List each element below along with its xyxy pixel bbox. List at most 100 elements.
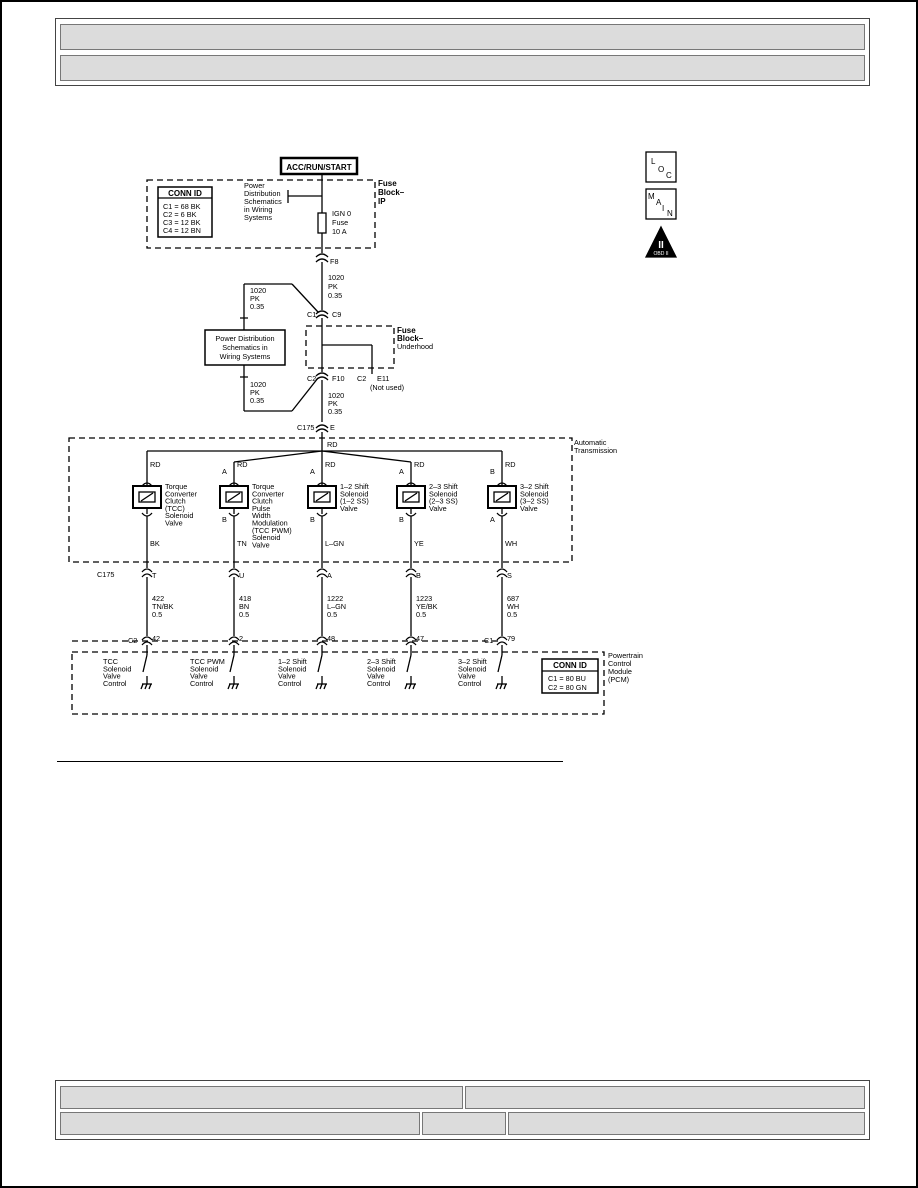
footer-cell: [465, 1086, 865, 1109]
c175-bottom-connector: [141, 573, 153, 578]
pcm-conn-id-line: C2 = 80 GN: [548, 683, 587, 692]
solenoid-label: Valve: [340, 504, 358, 513]
solenoid-label: (3–2 SS): [520, 497, 549, 506]
solenoid-label: Solenoid: [429, 489, 457, 498]
fuse-block-ip-label: Fuse Block– IP: [378, 179, 405, 206]
solenoid-label: 3–2 Shift: [520, 482, 549, 491]
pcm-circuit-label: Control: [367, 679, 391, 688]
underhood-f10: F10: [332, 374, 345, 383]
solenoid-bottom-pin: B: [399, 515, 404, 524]
underhood-label-line: Underhood: [397, 342, 433, 351]
wire-top-line: 1020: [328, 273, 344, 282]
solenoid-label: Pulse: [252, 504, 270, 513]
fuse-block-ip-outline: [146, 179, 376, 249]
solenoid-rd-label: RD: [414, 460, 425, 469]
ip-pds-ref: Power Distribution Schematics in Wiring …: [244, 181, 282, 222]
solenoid-label: Valve: [252, 540, 270, 549]
main-icon-letter: N: [667, 209, 673, 218]
pds-wire-upper-line: PK: [250, 294, 260, 303]
pds-box-label: Power Distribution Schematics in Wiring …: [215, 334, 274, 361]
c175-pin-label: A: [327, 571, 332, 580]
obd-icon[interactable]: II OBD II: [653, 240, 668, 257]
pcm-circuit-label: Valve: [278, 672, 296, 681]
pcm-connector: [141, 641, 153, 646]
circuit-wire-label: 418: [239, 594, 251, 603]
pds-wire-upper-line: 1020: [250, 286, 266, 295]
pcm-circuit-label: 3–2 Shift: [458, 657, 487, 666]
pcm-circuit-label: TCC: [103, 657, 118, 666]
circuit-wire-label: 0.5: [327, 610, 337, 619]
solenoid-coil-slash: [227, 492, 241, 502]
underhood-label: Fuse Block– Underhood: [397, 326, 433, 351]
solenoid-coil-slash: [315, 492, 329, 502]
circuit-wire-label: 0.5: [416, 610, 426, 619]
solenoid-label: Solenoid: [520, 489, 548, 498]
obd-icon-text: OBD II: [653, 251, 668, 257]
header-subtitle-bar: [60, 55, 865, 81]
solenoid-label: Clutch: [165, 497, 186, 506]
circuit-wire-label: 1223: [416, 594, 432, 603]
solenoid-coil: [138, 491, 156, 503]
solenoid-label: (1–2 SS): [340, 497, 369, 506]
solenoid-coil: [493, 491, 511, 503]
pcm-label-line: Module: [608, 667, 632, 676]
wire-top-label: 1020 PK 0.35: [328, 273, 344, 300]
pcm-circuit-label: Valve: [190, 672, 208, 681]
pcm-connector: [316, 636, 328, 641]
wire-top-line: 0.35: [328, 291, 342, 300]
c175-pin-label: T: [152, 571, 157, 580]
solenoid-label: Converter: [252, 489, 285, 498]
c175-bottom-connector: [228, 568, 240, 573]
c175-bottom-connector: [405, 568, 417, 573]
c175-top-pin: E: [330, 423, 335, 432]
header: [55, 18, 870, 86]
wire-color-label: YE: [414, 539, 424, 548]
c175-bottom-connector: [316, 568, 328, 573]
main-icon-letter: M: [648, 192, 655, 201]
pcm-circuit-label: Valve: [458, 672, 476, 681]
solenoid-rd-label: RD: [325, 460, 336, 469]
solenoid-bottom-pin: B: [310, 515, 315, 524]
ground-icon: [495, 683, 499, 690]
pcm-pin-label: 48: [327, 634, 335, 643]
pcm-pin-label: 42: [152, 634, 160, 643]
fuse-label-line: Fuse: [332, 218, 348, 227]
solenoid-label: Converter: [165, 489, 198, 498]
ground-icon: [144, 683, 148, 690]
ground-icon: [499, 683, 503, 690]
pcm-circuit-label: Solenoid: [103, 664, 131, 673]
transmission-outline: [68, 437, 573, 563]
ground-icon: [404, 683, 408, 690]
pcm-circuit-label: Solenoid: [190, 664, 218, 673]
circuit-wire-label: 0.5: [152, 610, 162, 619]
underhood-c2: C2: [307, 374, 316, 383]
circuit-wire-label: L–GN: [327, 602, 346, 611]
pcm-circuit-label: Solenoid: [458, 664, 486, 673]
pcm-label-line: Powertrain: [608, 651, 643, 660]
ip-pds-ref-line: in Wiring: [244, 205, 272, 214]
solenoid-coil-slash: [404, 492, 418, 502]
pcm-connector: [496, 636, 508, 641]
ground-icon: [231, 683, 235, 690]
pds-box-line: Wiring Systems: [220, 352, 271, 361]
solenoid-coil-slash: [495, 492, 509, 502]
solenoid-bottom-pin: A: [490, 515, 495, 524]
pcm-circuit-label: TCC PWM: [190, 657, 225, 666]
solenoid-label: Solenoid: [165, 511, 193, 520]
ip-conn-id-line: C1 = 68 BK: [163, 202, 201, 211]
solenoid-top-pin: B: [490, 467, 495, 476]
loc-icon[interactable]: L O C: [651, 157, 672, 180]
wire-top-line: PK: [328, 282, 338, 291]
pcm-circuit-label: 2–3 Shift: [367, 657, 396, 666]
ip-pds-ref-line: Schematics: [244, 197, 282, 206]
power-source-label: ACC/RUN/START: [286, 163, 351, 172]
c175-bottom: C175: [97, 570, 114, 579]
main-icon[interactable]: M A I N: [648, 192, 673, 218]
pcm-circuit-label: Control: [458, 679, 482, 688]
solenoid-coil-slash: [140, 492, 154, 502]
ip-pds-ref-line: Systems: [244, 213, 272, 222]
solenoid-label: Solenoid: [340, 489, 368, 498]
ground-icon: [227, 683, 231, 690]
header-title-bar: [60, 24, 865, 50]
main-icon-letter: A: [656, 198, 662, 207]
